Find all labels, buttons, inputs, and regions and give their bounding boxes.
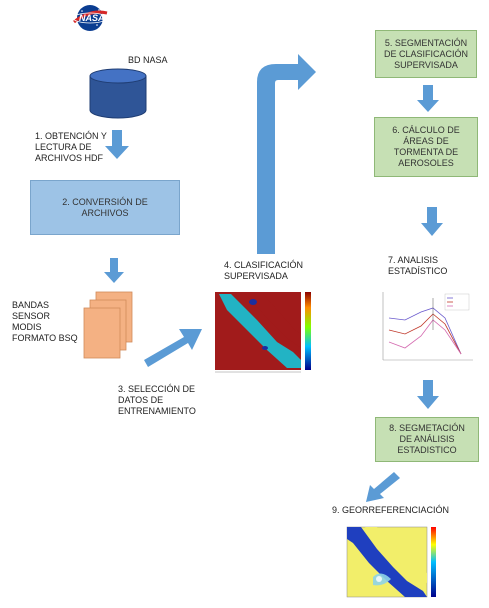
step-8-box: 8. SEGMETACIÓN DE ANÁLISIS ESTADISTICO xyxy=(375,417,479,462)
flow-arrow-8 xyxy=(364,470,400,504)
flow-arrow-1 xyxy=(104,130,130,160)
nasa-logo-text: NASA xyxy=(79,13,105,23)
georeferenced-map xyxy=(343,525,443,603)
flow-arrow-6 xyxy=(420,207,444,237)
flow-arrow-2 xyxy=(103,258,125,284)
database-label: BD NASA xyxy=(128,55,168,65)
step-5-box: 5. SEGMENTACIÓN DE CLASIFICACIÓN SUPERVI… xyxy=(375,30,477,78)
flow-arrow-7 xyxy=(416,380,440,410)
step-7-label: 7. ANALISIS ESTADÍSTICO xyxy=(388,255,448,276)
bands-label: BANDAS SENSOR MODIS FORMATO BSQ xyxy=(12,300,78,343)
step-3-label: 3. SELECCIÓN DE DATOS DE ENTRENAMIENTO xyxy=(118,384,196,416)
band-files-icon xyxy=(82,290,134,362)
step-6-box: 6. CÁLCULO DE ÁREAS DE TORMENTA DE AEROS… xyxy=(374,117,478,177)
nasa-logo: NASA xyxy=(70,3,110,33)
classification-map xyxy=(205,290,323,380)
step-2-box: 2. CONVERSIÓN DE ARCHIVOS xyxy=(30,180,180,235)
flow-arrow-3 xyxy=(142,325,204,369)
step-4-label: 4. CLASIFICACIÓN SUPERVISADA xyxy=(224,260,304,281)
step-9-label: 9. GEORREFERENCIACIÓN xyxy=(332,505,450,515)
flow-arrow-elbow xyxy=(254,36,318,256)
step-1-label: 1. OBTENCIÓN Y LECTURA DE ARCHIVOS HDF xyxy=(35,131,107,163)
database-icon xyxy=(88,68,148,120)
flow-arrow-5 xyxy=(416,85,440,113)
statistics-chart xyxy=(375,290,475,370)
